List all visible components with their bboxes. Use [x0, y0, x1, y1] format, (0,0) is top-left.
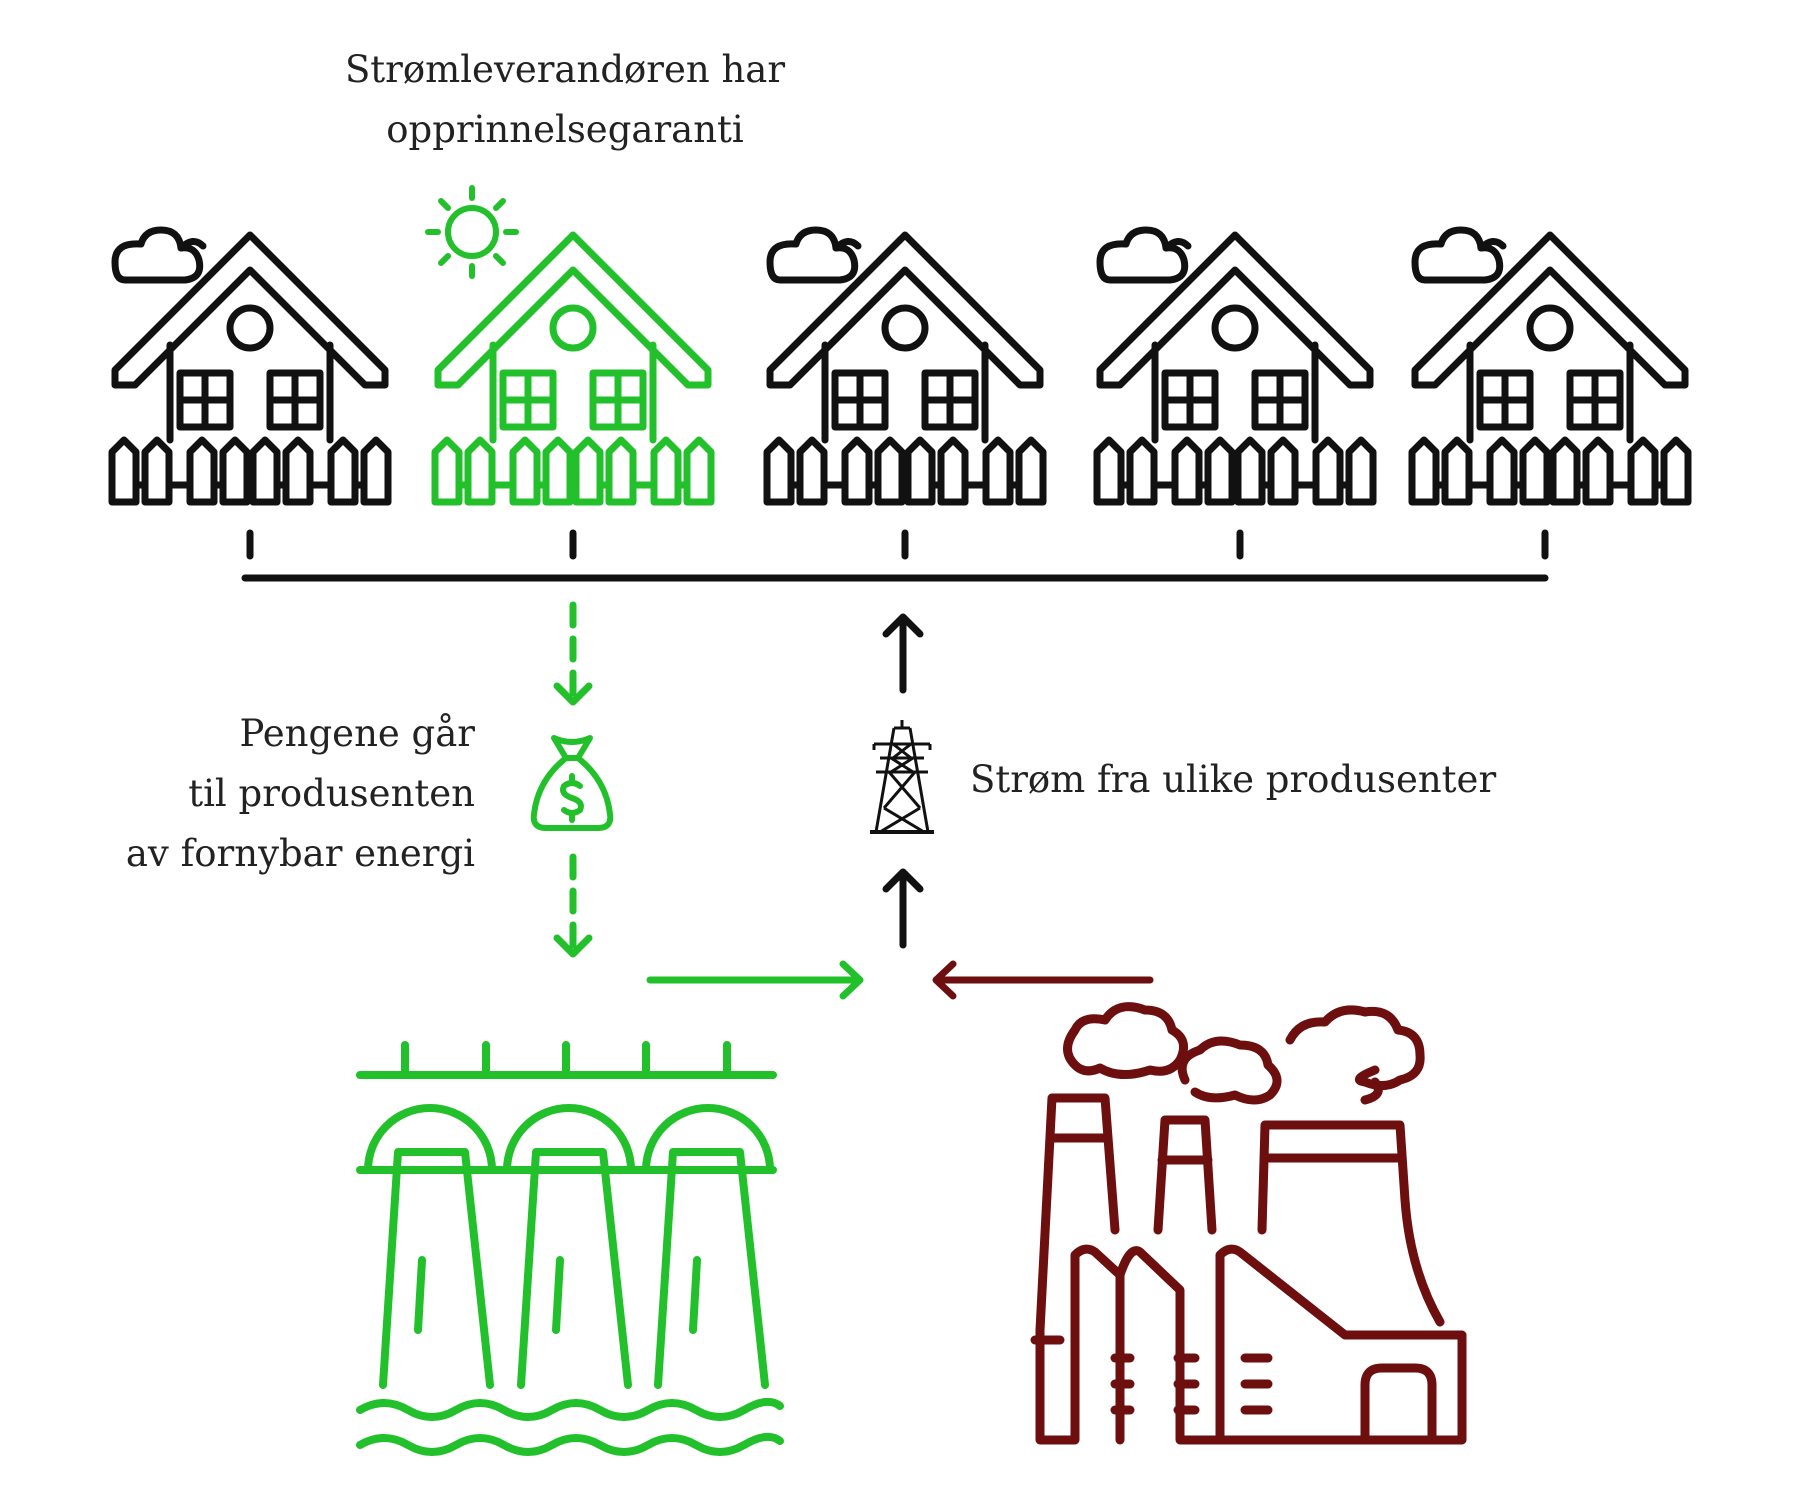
power-flow-arrow-lower: [882, 868, 924, 949]
house-1: [112, 235, 388, 502]
money-flow-label: Pengene går til produsenten av fornybar …: [125, 712, 475, 875]
renewable-power-arrow: [646, 960, 864, 1000]
supplier-guarantee-label: Strømleverandøren har opprinnelsegaranti: [344, 48, 786, 151]
money-bag-icon: [530, 735, 614, 831]
cloud-icon: [1100, 230, 1188, 280]
money-flow-arrow-upper: [553, 601, 593, 706]
power-flow-arrow-upper: [882, 613, 924, 694]
power-flow-label: Strøm fra ulike produsenter: [970, 758, 1497, 801]
house-4: [1097, 235, 1373, 502]
house-5: [1412, 235, 1688, 502]
house-2-guarantee: [435, 235, 711, 502]
money-flow-arrow-lower: [553, 853, 593, 958]
house-3: [767, 235, 1043, 502]
hydro-dam-icon: [356, 1041, 784, 1456]
power-tower-icon: [870, 720, 934, 834]
factory-icon: [1030, 1002, 1467, 1445]
grid-line: [241, 529, 1549, 582]
cloud-icon: [1415, 230, 1503, 280]
cloud-icon: [770, 230, 858, 280]
fossil-power-arrow: [932, 960, 1154, 1000]
sun-icon: [425, 185, 519, 279]
cloud-icon: [115, 230, 203, 280]
